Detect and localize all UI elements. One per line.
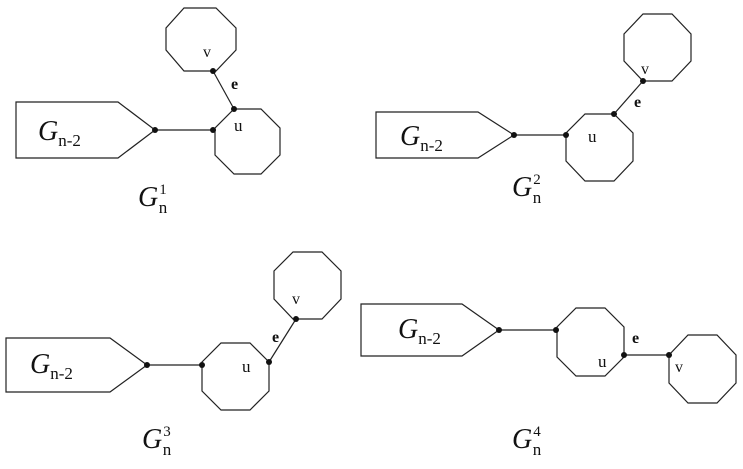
octagon-v (165, 7, 237, 72)
vertex-dot-v (640, 78, 646, 84)
octagon-u (201, 342, 270, 411)
vertex-dot (553, 327, 559, 333)
edge-e-label: e (632, 330, 639, 347)
vertex-dot (144, 362, 150, 368)
vertex-dot-u (231, 106, 237, 112)
edge-e (212, 70, 235, 110)
block-label: Gn-2 (30, 349, 73, 383)
vertex-dot (199, 362, 205, 368)
octagon-v (623, 13, 692, 82)
block-label: Gn-2 (400, 121, 443, 155)
block-g-n-2 (375, 111, 516, 159)
vertex-v-label: v (675, 359, 683, 376)
vertex-v-label: v (292, 291, 300, 308)
block-label: Gn-2 (398, 314, 441, 348)
vertex-dot-u (621, 352, 627, 358)
octagon-v (273, 251, 342, 320)
vertex-dot (511, 132, 517, 138)
vertex-dot (496, 327, 502, 333)
block-g-n-2 (15, 101, 156, 159)
edge-e-label: e (231, 76, 238, 93)
octagon-u (214, 108, 281, 175)
octagon-v (668, 334, 737, 404)
vertex-v-label: v (641, 61, 649, 78)
edge-e-label: e (634, 94, 641, 111)
octagon-u (565, 113, 634, 182)
vertex-dot-v (666, 352, 672, 358)
vertex-u-label: u (234, 116, 243, 135)
octagon-u (556, 307, 625, 377)
block-g-n-2 (5, 337, 149, 393)
block-label: Gn-2 (38, 116, 81, 150)
edge-e (613, 80, 644, 115)
vertex-u-label: u (588, 127, 597, 146)
vertex-dot (210, 127, 216, 133)
vertex-v-label: v (203, 44, 211, 61)
vertex-dot (563, 132, 569, 138)
edge-e-label: e (272, 329, 279, 346)
vertex-u-label: u (598, 352, 607, 371)
vertex-dot-v (210, 68, 216, 74)
vertex-dot-v (293, 316, 299, 322)
vertex-u-label: u (242, 357, 251, 376)
block-g-n-2 (360, 303, 501, 357)
vertex-dot (152, 127, 158, 133)
vertex-dot-u (611, 111, 617, 117)
vertex-dot-u (266, 359, 272, 365)
edge-e (268, 318, 297, 363)
